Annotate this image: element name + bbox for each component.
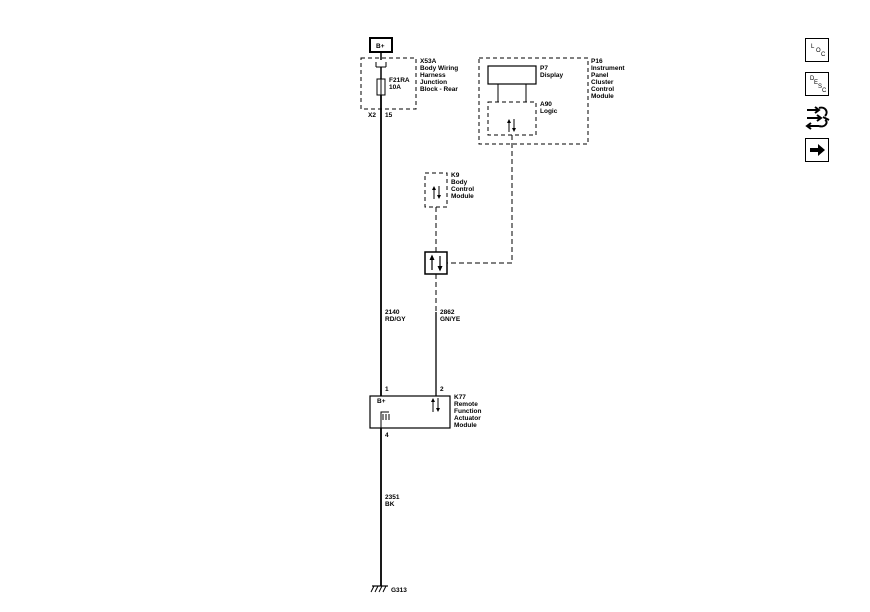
power-source: B+ <box>369 37 393 53</box>
wire-2351-color: BK <box>385 501 395 508</box>
next-arrow-button[interactable] <box>805 138 829 162</box>
actuator-line-1: Remote <box>454 401 478 408</box>
desc-letter-c: C <box>822 88 827 94</box>
actuator-internal-label: B+ <box>377 398 386 405</box>
display-symbol <box>487 65 537 102</box>
data-splice-pack <box>424 251 448 275</box>
actuator-pin-power: 1 <box>385 386 389 393</box>
ground-ref: G313 <box>391 587 407 594</box>
actuator-line-2: Function <box>454 408 481 415</box>
navigation-connector-button[interactable] <box>805 104 830 130</box>
connector-navigation-icon <box>805 106 830 130</box>
junction-block-outline <box>360 57 417 110</box>
display-label: Display <box>540 72 564 79</box>
wire-2862-circuit: 2862 <box>440 309 455 316</box>
cluster-line-4: Control <box>591 86 614 93</box>
logic-outline <box>487 101 537 136</box>
display-ref: P7 <box>540 65 548 72</box>
connector-top-id: X2 <box>368 112 376 119</box>
splice-mark <box>375 62 387 68</box>
junction-block-line-4: Block - Rear <box>420 86 458 93</box>
bcm-line-2: Control <box>451 186 474 193</box>
junction-block-line-2: Harness <box>420 72 446 79</box>
bcm-data-arrows-icon <box>432 186 441 199</box>
bcm-ref: K9 <box>451 172 460 179</box>
junction-block-line-3: Junction <box>420 79 447 86</box>
actuator-ground-icon <box>380 411 390 428</box>
cluster-line-3: Cluster <box>591 79 614 86</box>
bcm-line-1: Body <box>451 179 468 186</box>
desc-letter-s: S <box>818 84 823 90</box>
loc-letter-l: L <box>811 44 815 50</box>
wire-2140-color: RD/GY <box>385 316 406 323</box>
desc-letter-d: D <box>810 76 815 82</box>
cluster-line-2: Panel <box>591 72 609 79</box>
cluster-ref: P16 <box>591 58 603 65</box>
wire-2351-circuit: 2351 <box>385 494 400 501</box>
loc-letter-o: O <box>816 48 821 54</box>
logic-ref: A90 <box>540 101 552 108</box>
bcm-line-3: Module <box>451 193 474 200</box>
power-label: B+ <box>376 43 385 50</box>
actuator-ref: K77 <box>454 394 466 401</box>
logic-data-arrows-icon <box>507 119 516 132</box>
junction-block-ref: X53A <box>420 58 437 65</box>
actuator-pin-ground: 4 <box>385 432 389 439</box>
junction-block-line-1: Body Wiring <box>420 65 458 72</box>
wire-2140-circuit: 2140 <box>385 309 400 316</box>
loc-letter-c: C <box>821 52 826 58</box>
location-button[interactable]: L O C <box>805 38 829 62</box>
actuator-line-4: Module <box>454 422 477 429</box>
actuator-line-3: Actuator <box>454 415 481 422</box>
fuse-rating: 10A <box>389 84 401 91</box>
cluster-line-1: Instrument <box>591 65 625 72</box>
connector-top-pin: 15 <box>385 112 393 119</box>
arrow-right-icon <box>810 144 825 156</box>
ground-symbol-icon <box>370 585 388 593</box>
actuator-pin-data: 2 <box>440 386 444 393</box>
wire-2862-color: GN/YE <box>440 316 461 323</box>
cluster-line-5: Module <box>591 93 614 100</box>
actuator-data-arrows-icon <box>431 398 440 412</box>
logic-label: Logic <box>540 108 558 115</box>
desc-letter-e: E <box>814 80 819 86</box>
description-button[interactable]: D E S C <box>805 72 829 96</box>
serial-data-link <box>447 135 513 264</box>
cluster-outline <box>478 57 589 145</box>
fuse-ref: F21RA <box>389 77 410 84</box>
